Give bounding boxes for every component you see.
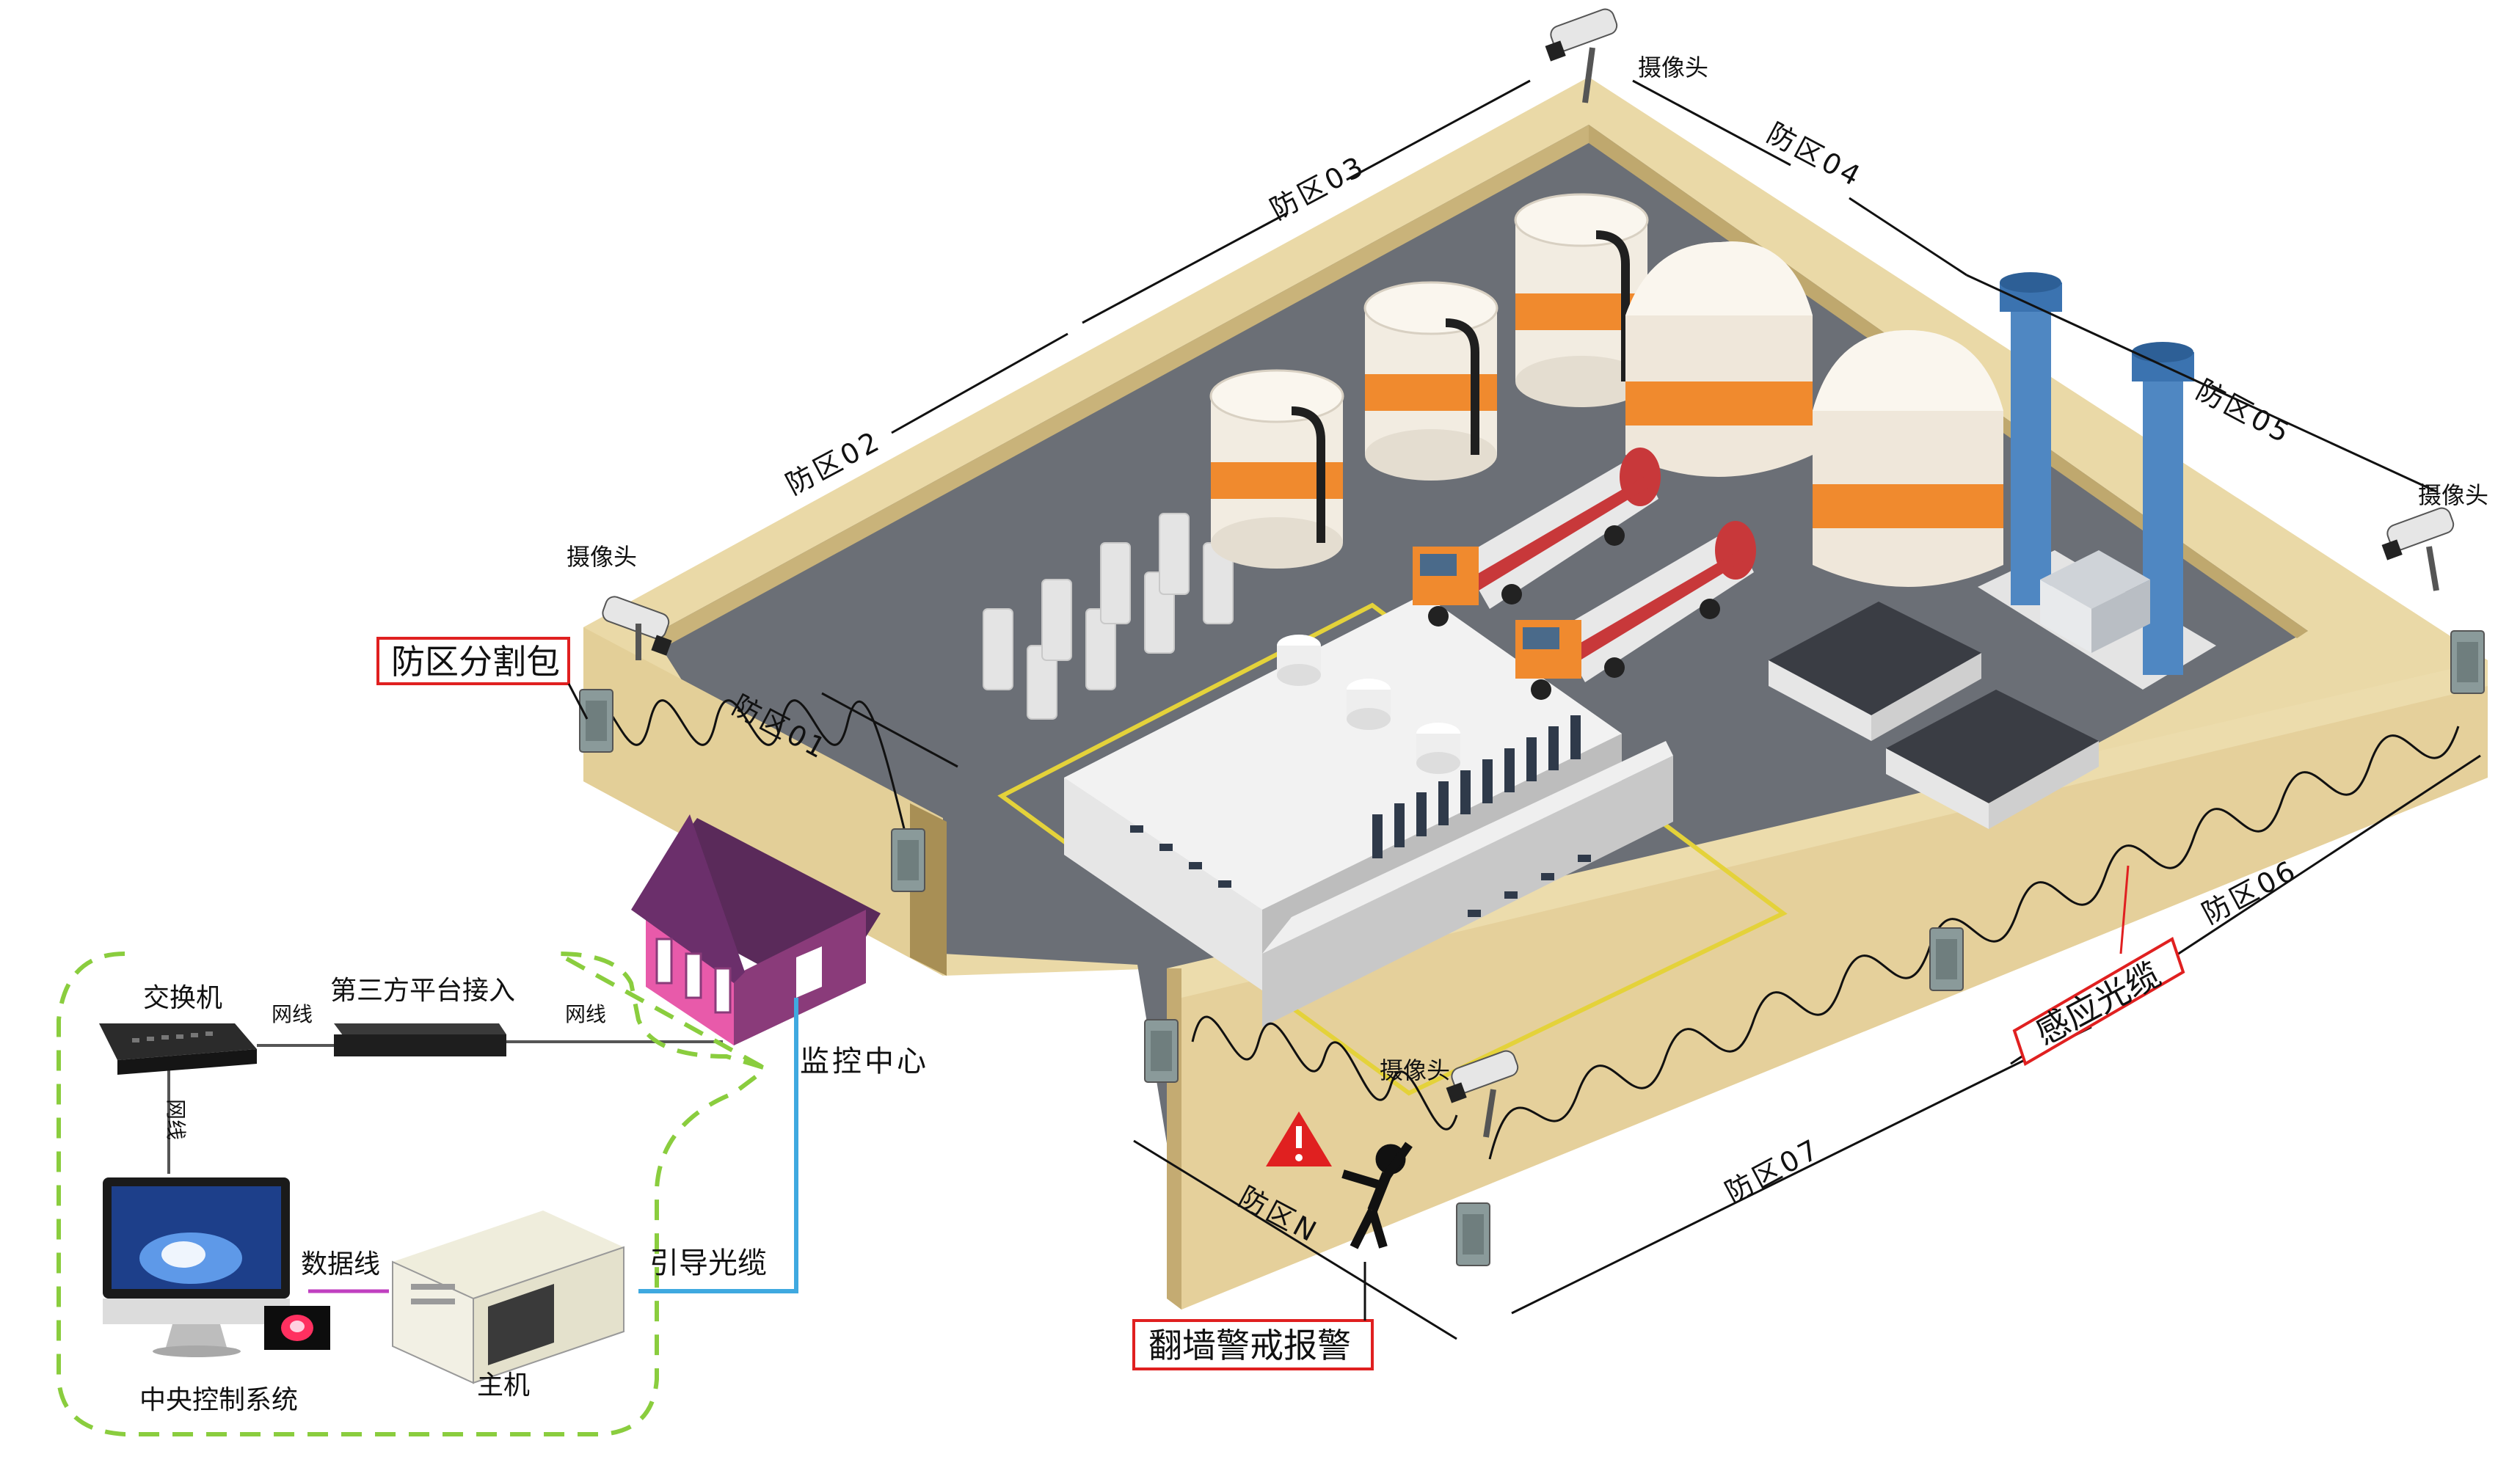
sensor-box-icon [1144,1019,1179,1083]
monitor-center-label: 监控中心 [800,1045,929,1078]
zone-04-label: 防区04 [1762,117,1868,194]
switch-label: 交换机 [143,983,222,1013]
climb-alarm-label: 翻墙警戒报警 [1148,1326,1351,1365]
warning-icon [1266,1111,1332,1166]
chimneys [1978,272,2216,690]
camera-label: 摄像头 [1380,1056,1450,1084]
central-control-label: 中央控制系统 [139,1385,298,1415]
data-cable-label: 数据线 [301,1249,380,1279]
sensing-cable [582,699,2460,1160]
callouts [376,637,2185,1370]
network-cable-label: 网线 [272,1002,313,1026]
house-icon [631,814,881,1045]
camera-icon [2381,507,2455,591]
cameras [602,8,2455,1138]
wall-front-bottom-top [1167,660,2488,998]
sensor-box-icon [891,828,925,892]
sensing-cable-label: 感应光缆 [2029,954,2167,1053]
sensor-box-icon [579,689,613,753]
camera-label: 摄像头 [2418,481,2488,509]
monitor-icon [103,1177,290,1357]
host-label: 主机 [477,1370,530,1401]
compound [583,77,2488,1310]
warehouses [1769,602,2099,829]
zone-05-label: 防区05 [2191,373,2298,450]
third-party-label: 第三方平台接入 [330,976,515,1006]
small-pillars [983,513,1234,720]
network-cable-label: 网线 [565,1002,606,1026]
server-icon [392,1210,624,1384]
third-party-device [334,1023,506,1056]
camera-icon [602,596,672,660]
tanker-truck-1 [1413,448,1661,627]
lead-fiber-line [638,998,798,1293]
zone-splitter-label: 防区分割包 [391,642,560,682]
network-cable-label: 网线 [164,1099,188,1140]
camera-label: 摄像头 [567,543,637,571]
storage-tanks [1209,193,2003,587]
main-building [1064,594,1673,1027]
camera-label: 摄像头 [1638,54,1708,81]
zone-07-label: 防区07 [1720,1132,1827,1209]
wall-inner-back-left [653,125,1589,649]
climber-icon [1341,1142,1413,1249]
sensor-box-icon [1456,1202,1490,1266]
wall-front-bottom-face [1167,660,2488,1310]
camera-icon [1446,1050,1519,1138]
switch-icon [99,1023,257,1075]
tanker-truck-2 [1515,521,1756,700]
control-room-boundary [57,952,765,1436]
camera-icon [1545,8,1618,103]
sensor-boxes [579,630,2485,1266]
cables [167,998,798,1293]
wall-front-left [583,627,943,976]
sensor-box-icon [2450,630,2485,694]
sensor-box-icon [1929,927,1964,991]
lead-fiber-label: 引导光缆 [649,1246,767,1280]
alarm-light-icon [264,1306,330,1350]
